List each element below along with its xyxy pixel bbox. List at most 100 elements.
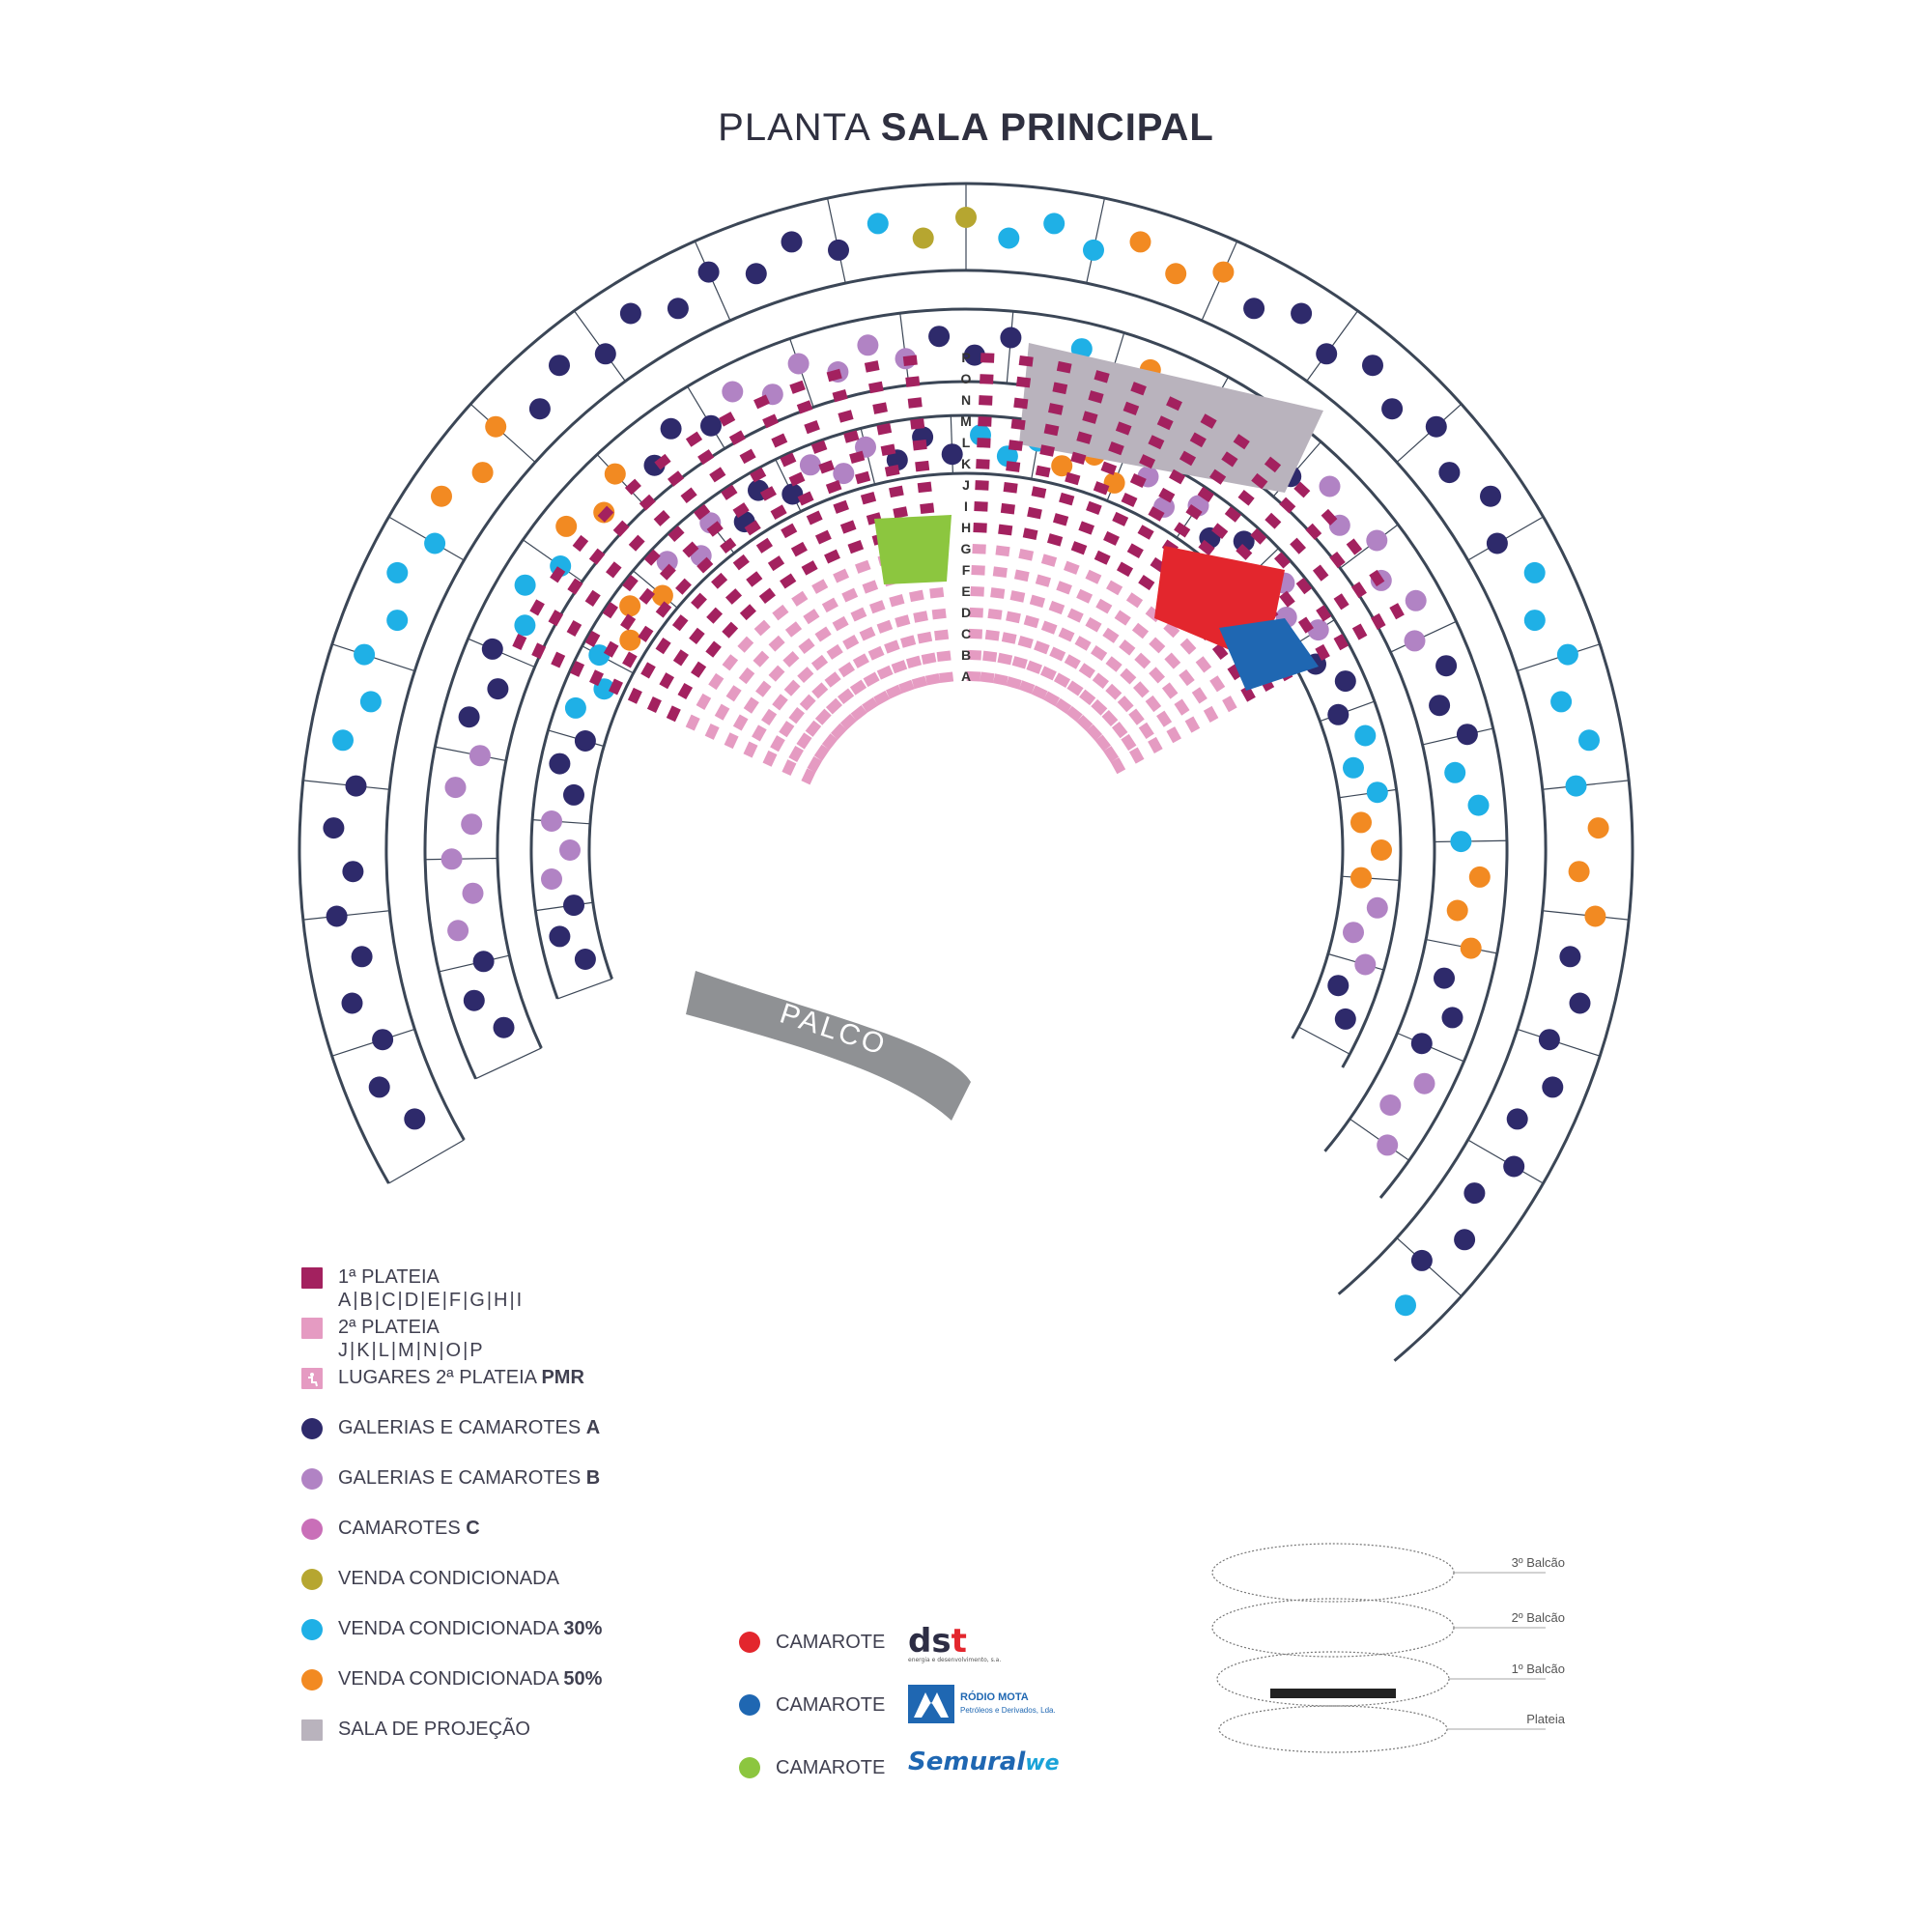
seat-circle: [386, 561, 409, 583]
title-bold: SALA PRINCIPAL: [880, 106, 1214, 149]
seat-circle: [447, 920, 469, 942]
orchestra-seat: [1121, 733, 1137, 752]
orchestra-seat: [743, 696, 759, 714]
orchestra-seat: [810, 654, 829, 671]
orchestra-seat: [744, 520, 761, 536]
orchestra-seat: [550, 566, 566, 583]
orchestra-seat: [967, 649, 982, 661]
orchestra-seat: [1013, 397, 1029, 410]
orchestra-seat: [1006, 461, 1021, 472]
orchestra-seat: [668, 470, 685, 487]
orchestra-seat: [1166, 396, 1182, 412]
sponsor-rm-label: CAMAROTE: [776, 1694, 886, 1716]
orchestra-seat: [1018, 680, 1036, 695]
orchestra-seat: [572, 534, 589, 553]
orchestra-seat: [1010, 418, 1026, 431]
orchestra-seat: [824, 549, 840, 564]
seat-circle: [1129, 231, 1151, 253]
orchestra-seat: [589, 669, 604, 687]
seat-circle: [1366, 896, 1388, 919]
row-letter: A: [961, 668, 971, 684]
seat-circle: [941, 443, 963, 466]
sponsor-dst-dot: [739, 1632, 760, 1653]
orchestra-seat: [1227, 664, 1243, 681]
orchestra-seat: [889, 594, 905, 608]
seat-circle: [1334, 1008, 1356, 1030]
orchestra-seat: [1156, 415, 1174, 431]
orchestra-seat: [770, 735, 785, 753]
orchestra-seat: [1053, 672, 1071, 688]
orchestra-seat: [612, 520, 630, 537]
rodio-mota-logo-mark: [908, 1685, 954, 1723]
orchestra-seat: [1122, 401, 1140, 416]
seat-circle: [1291, 302, 1313, 325]
orchestra-seat: [1128, 708, 1145, 725]
legend-label: VENDA CONDICIONADA: [338, 1618, 564, 1639]
row-letter: I: [964, 498, 968, 514]
orchestra-seat: [1031, 486, 1047, 498]
seat-circle: [1441, 1007, 1463, 1029]
orchestra-seat: [1085, 616, 1102, 633]
orchestra-seat: [1043, 423, 1060, 437]
orchestra-seat: [709, 467, 726, 483]
orchestra-seat: [1070, 541, 1088, 555]
orchestra-seat: [1371, 612, 1386, 630]
seat-circle: [1480, 485, 1501, 507]
seat-circle: [472, 951, 495, 973]
orchestra-seat: [1179, 668, 1195, 687]
orchestra-seat: [753, 650, 770, 668]
row-letter: G: [961, 541, 972, 556]
legend-square-swatch: [301, 1719, 323, 1741]
seat-circle: [549, 753, 571, 775]
orchestra-seat: [627, 687, 642, 704]
orchestra-seat: [1079, 689, 1096, 706]
orchestra-seat: [780, 452, 797, 468]
orchestra-seat: [1138, 722, 1154, 739]
orchestra-seat: [806, 510, 823, 526]
orchestra-seat: [811, 682, 829, 699]
orchestra-seat: [1006, 611, 1021, 624]
orchestra-seat: [1222, 696, 1237, 713]
orchestra-seat: [790, 541, 808, 557]
legend-square-swatch: [301, 1318, 323, 1339]
legend-label: GALERIAS E CAMAROTES: [338, 1467, 586, 1489]
orchestra-seat: [762, 750, 778, 767]
orchestra-seat: [1369, 569, 1385, 587]
orchestra-seat: [753, 619, 771, 637]
orchestra-seat: [1095, 598, 1113, 614]
orchestra-seat: [876, 665, 894, 680]
minimap-label-plateia: Plateia: [1526, 1712, 1565, 1726]
orchestra-seat: [980, 353, 995, 363]
legend-label-bold: PMR: [541, 1367, 584, 1388]
seat-circle: [1434, 967, 1455, 989]
seat-circle: [574, 730, 596, 752]
orchestra-seat: [1198, 539, 1215, 556]
orchestra-seat: [1191, 687, 1208, 704]
seat-circle: [555, 515, 578, 537]
orchestra-seat: [1040, 554, 1058, 567]
seat-circle: [1446, 899, 1468, 922]
orchestra-seat: [704, 723, 720, 740]
orchestra-seat: [1145, 695, 1162, 713]
orchestra-seat: [801, 560, 818, 576]
orchestra-seat: [1029, 594, 1046, 609]
orchestra-seat: [1350, 582, 1367, 599]
orchestra-seat: [624, 478, 641, 496]
orchestra-seat: [548, 610, 564, 627]
orchestra-seat: [755, 537, 773, 554]
orchestra-seat: [1017, 635, 1034, 649]
legend-label: GALERIAS E CAMAROTES: [338, 1417, 586, 1438]
orchestra-seat: [862, 580, 879, 594]
orchestra-seat: [1040, 620, 1058, 635]
legend-label: LUGARES 2ª PLATEIA: [338, 1367, 542, 1388]
seat-circle: [1565, 775, 1587, 797]
orchestra-seat: [609, 678, 623, 696]
orchestra-seat: [1039, 444, 1055, 457]
seat-circle: [912, 227, 934, 249]
orchestra-seat: [722, 621, 739, 639]
orchestra-seat: [640, 662, 656, 679]
semural-logo-text: Semural: [908, 1747, 1026, 1776]
orchestra-seat: [1018, 355, 1034, 367]
orchestra-seat: [1111, 722, 1128, 739]
